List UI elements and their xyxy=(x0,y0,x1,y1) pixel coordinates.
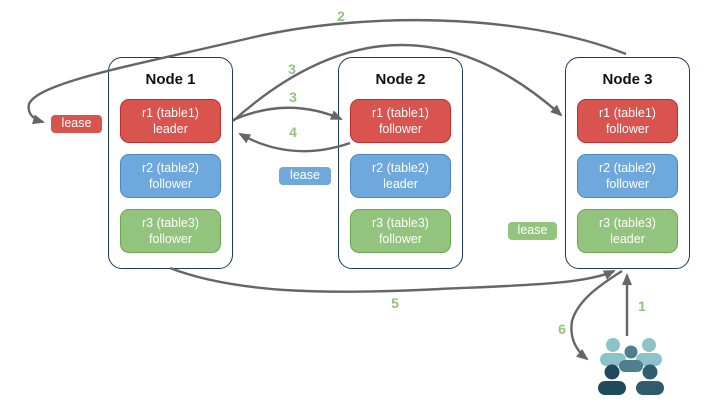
replica-range: r3 (table3) xyxy=(599,216,656,230)
step-label-1: 1 xyxy=(638,298,646,314)
person-icon xyxy=(636,364,664,395)
node2-replica-r1: r1 (table1) follower xyxy=(350,99,451,143)
replica-range: r1 (table1) xyxy=(372,106,429,120)
replica-range: r2 (table2) xyxy=(599,161,656,175)
replica-range: r3 (table3) xyxy=(372,216,429,230)
replica-range: r3 (table3) xyxy=(142,216,199,230)
lease-badge-green: lease xyxy=(507,221,558,241)
node1-replica-r2: r2 (table2) follower xyxy=(120,154,221,198)
person-icon xyxy=(619,345,643,372)
node2-replica-r3: r3 (table3) follower xyxy=(350,209,451,253)
person-icon xyxy=(598,364,626,395)
replica-range: r2 (table2) xyxy=(372,161,429,175)
step-label-2: 2 xyxy=(337,8,345,24)
users-group-icon xyxy=(598,338,664,395)
replica-role: leader xyxy=(383,177,418,191)
replica-role: follower xyxy=(148,177,193,191)
replica-role: follower xyxy=(378,122,423,136)
replica-range: r1 (table1) xyxy=(599,106,656,120)
replica-role: leader xyxy=(153,122,188,136)
replica-range: r2 (table2) xyxy=(142,161,199,175)
replica-role: follower xyxy=(378,232,423,246)
person-icon xyxy=(636,338,662,366)
replica-role: follower xyxy=(605,122,650,136)
arrow-step5-forward-to-node3 xyxy=(169,266,616,293)
node-3-title: Node 3 xyxy=(602,71,653,88)
lease-badge-blue: lease xyxy=(278,166,332,186)
node1-replica-r3: r3 (table3) follower xyxy=(120,209,221,253)
node-3-box: Node 3 r1 (table1) follower r2 (table2) … xyxy=(565,57,690,269)
lease-badge-red: lease xyxy=(50,114,103,134)
node1-replica-r1: r1 (table1) leader xyxy=(120,99,221,143)
replica-role: leader xyxy=(610,232,645,246)
step-label-3b: 3 xyxy=(289,89,297,105)
node3-replica-r1: r1 (table1) follower xyxy=(577,99,678,143)
step-label-4: 4 xyxy=(289,124,297,140)
step-label-5: 5 xyxy=(391,295,399,311)
node-1-title: Node 1 xyxy=(145,71,196,88)
node-2-box: Node 2 r1 (table1) follower r2 (table2) … xyxy=(338,57,463,269)
replica-role: follower xyxy=(605,177,650,191)
node3-replica-r3: r3 (table3) leader xyxy=(577,209,678,253)
node2-replica-r2: r2 (table2) leader xyxy=(350,154,451,198)
node-1-box: Node 1 r1 (table1) leader r2 (table2) fo… xyxy=(108,57,233,269)
step-label-3a: 3 xyxy=(288,61,296,77)
node3-replica-r2: r2 (table2) follower xyxy=(577,154,678,198)
arrow-step3-replicate-to-node2 xyxy=(232,106,343,122)
node-2-title: Node 2 xyxy=(375,71,426,88)
step-label-6: 6 xyxy=(558,321,566,337)
replica-range: r1 (table1) xyxy=(142,106,199,120)
replica-role: follower xyxy=(148,232,193,246)
